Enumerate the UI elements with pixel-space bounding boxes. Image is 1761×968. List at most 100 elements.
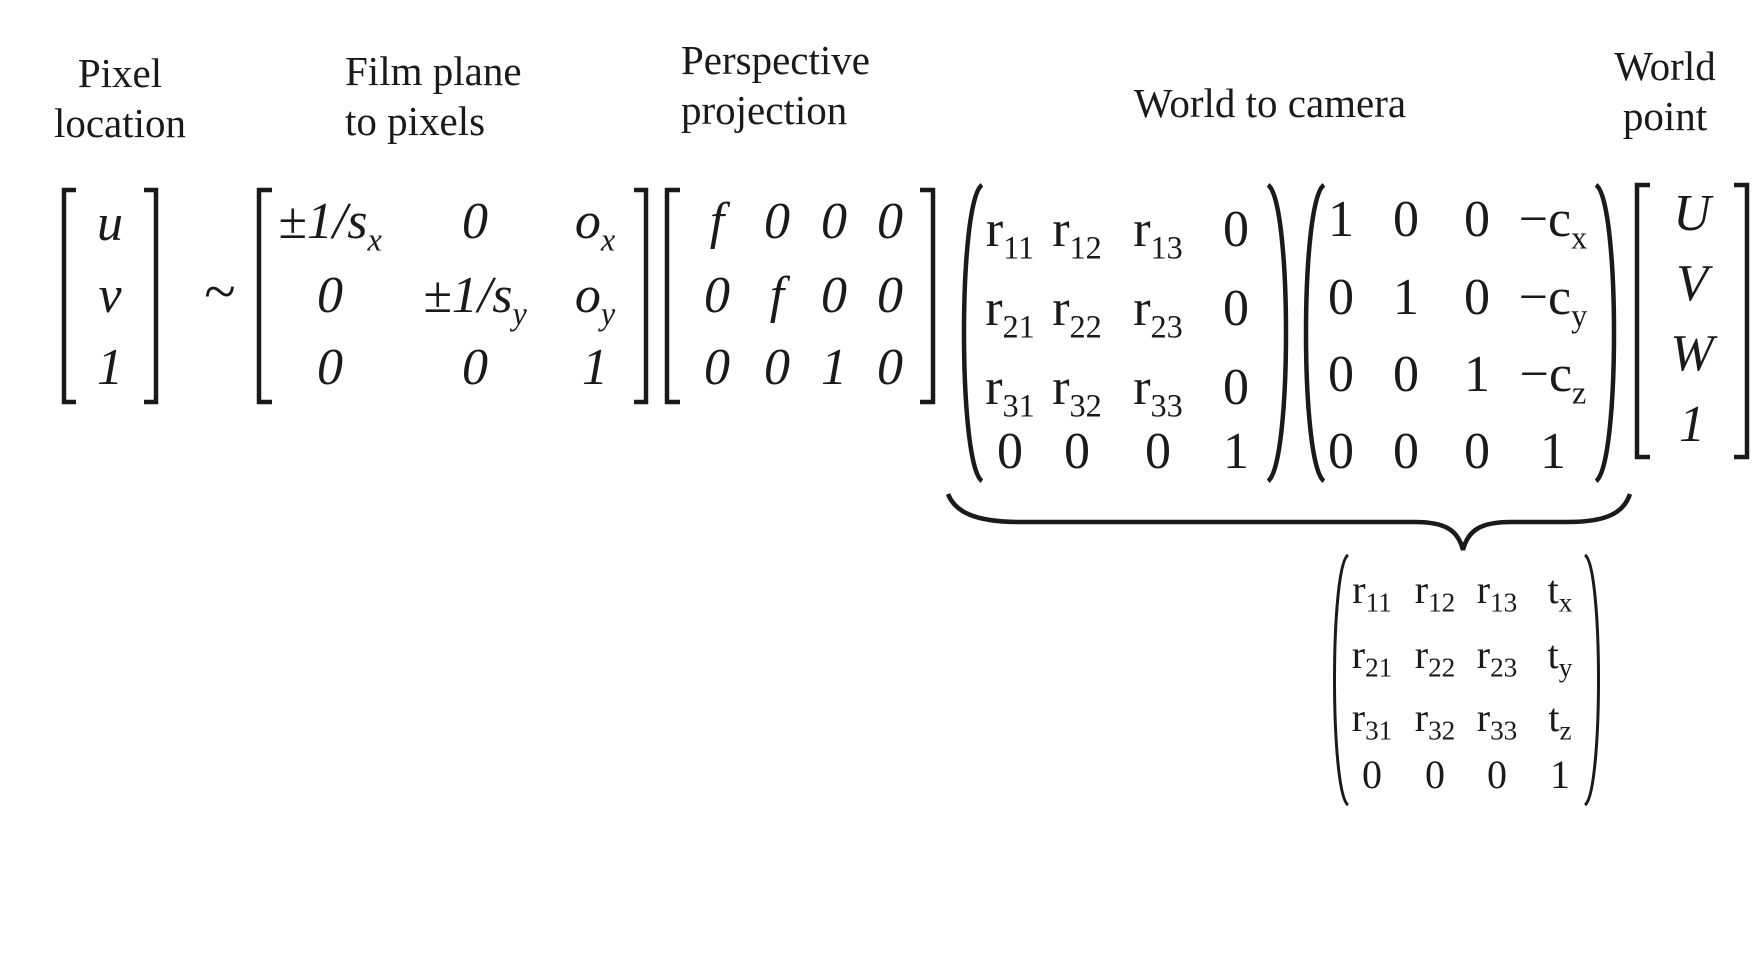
translation-matrix-left-paren <box>1303 183 1326 483</box>
matrix-entry: v <box>98 267 122 324</box>
label-world-point-line-1: World <box>1614 43 1716 89</box>
matrix-entry: 0 <box>1487 752 1507 797</box>
matrix-entry: r23 <box>1476 632 1518 683</box>
matrix-entry: 0 <box>821 193 847 250</box>
matrix-entry: 0 <box>462 193 488 250</box>
matrix-entry: r22 <box>1052 280 1102 345</box>
matrix-entry: 0 <box>877 267 903 324</box>
matrix-entry: tx <box>1547 567 1573 618</box>
matrix-entry: 0 <box>764 193 790 250</box>
matrix-entry: r33 <box>1133 359 1183 424</box>
matrix-entry: 0 <box>877 339 903 396</box>
matrix-entry: r12 <box>1414 567 1456 618</box>
matrix-entry: r33 <box>1476 695 1518 746</box>
matrix-entry: 1 <box>1393 269 1419 326</box>
matrix-entry: r32 <box>1052 359 1102 424</box>
matrix-entry: 0 <box>462 339 488 396</box>
matrix-entry: 0 <box>1393 423 1419 480</box>
matrix-entry: ox <box>574 193 616 258</box>
matrix-entry: f <box>709 193 725 250</box>
label-world-to-camera-line-1: World to camera <box>1133 80 1407 126</box>
matrix-entry: V <box>1676 255 1708 312</box>
matrix-entry: r22 <box>1414 632 1456 683</box>
matrix-entry: 0 <box>1393 346 1419 403</box>
label-world-point-line-2: point <box>1622 93 1708 139</box>
matrix-entry: 0 <box>1145 423 1171 480</box>
label-world-point: World point <box>1590 41 1740 141</box>
matrix-entry: 0 <box>1223 201 1249 258</box>
matrix-entry: r21 <box>1351 632 1393 683</box>
matrix-entry: ±1/sy <box>423 267 527 332</box>
matrix-entry: 0 <box>877 193 903 250</box>
perspective-matrix-left-bracket <box>664 187 680 405</box>
matrix-entry: 0 <box>317 267 343 324</box>
matrix-entry: 0 <box>1425 752 1445 797</box>
matrix-entry: 0 <box>1223 359 1249 416</box>
matrix-entry: U <box>1673 185 1711 242</box>
matrix-entry: ±1/sx <box>278 193 382 258</box>
matrix-entry: 1 <box>1550 752 1570 797</box>
translation-matrix-right-paren <box>1594 183 1617 483</box>
matrix-entry: 0 <box>704 339 730 396</box>
matrix-entry: 1 <box>1223 423 1249 480</box>
matrix-entry: r23 <box>1133 280 1183 345</box>
matrix-entry: 0 <box>317 339 343 396</box>
matrix-entry: tz <box>1548 695 1572 746</box>
matrix-entry: W <box>1670 325 1714 382</box>
matrix-entry: −cx <box>1518 191 1588 256</box>
matrix-entry: 1 <box>1464 346 1490 403</box>
label-perspective-line-1: Perspective <box>681 37 870 83</box>
matrix-entry: ty <box>1547 632 1573 683</box>
matrix-entry: 0 <box>1064 423 1090 480</box>
matrix-entry: 1 <box>582 339 608 396</box>
matrix-entry: oy <box>574 267 616 332</box>
world-vector-left-bracket <box>1634 182 1650 460</box>
label-perspective-line-2: projection <box>681 87 848 133</box>
matrix-entry: 1 <box>97 339 123 396</box>
combined-matrix-left-paren <box>1333 553 1350 807</box>
matrix-entry: 1 <box>1540 423 1566 480</box>
label-perspective-projection: Perspective projection <box>681 35 870 135</box>
rotation-matrix-right-paren <box>1266 183 1289 483</box>
matrix-entry: −cy <box>1518 269 1588 334</box>
combined-matrix-right-paren <box>1583 553 1600 807</box>
matrix-entry: −cz <box>1519 346 1587 411</box>
label-film-plane-line-2: to pixels <box>345 98 486 144</box>
matrix-entry: r11 <box>985 201 1035 266</box>
label-pixel-location-line-1: Pixel <box>77 50 163 96</box>
matrix-entry: r31 <box>985 359 1035 424</box>
matrix-entry: r12 <box>1052 201 1102 266</box>
rotation-matrix-left-paren <box>961 183 984 483</box>
matrix-entry: r32 <box>1414 695 1456 746</box>
label-film-plane: Film plane to pixels <box>345 46 522 146</box>
matrix-entry: 0 <box>1464 191 1490 248</box>
proportional-symbol: ~ <box>204 259 236 324</box>
matrix-entry: 0 <box>821 267 847 324</box>
label-film-plane-line-1: Film plane <box>345 48 522 94</box>
matrix-entry: u <box>97 195 123 252</box>
extrinsic-underbrace <box>945 493 1633 551</box>
pixel-vector-right-bracket <box>144 187 159 405</box>
matrix-entry: 0 <box>1223 280 1249 337</box>
matrix-entry: f <box>769 267 785 324</box>
matrix-entry: r31 <box>1351 695 1393 746</box>
matrix-entry: 0 <box>1328 423 1354 480</box>
label-pixel-location-line-2: location <box>53 100 187 146</box>
matrix-entry: 1 <box>821 339 847 396</box>
label-pixel-location: Pixel location <box>30 48 210 148</box>
matrix-entry: 0 <box>704 267 730 324</box>
film-matrix-left-bracket <box>256 187 272 405</box>
matrix-entry: 1 <box>1679 396 1705 453</box>
matrix-entry: r11 <box>1352 567 1392 618</box>
matrix-entry: 0 <box>1464 269 1490 326</box>
perspective-matrix-right-bracket <box>920 187 936 405</box>
film-matrix-right-bracket <box>634 187 649 405</box>
matrix-entry: 0 <box>1393 191 1419 248</box>
matrix-entry: r13 <box>1476 567 1518 618</box>
matrix-entry: 0 <box>764 339 790 396</box>
matrix-entry: 1 <box>1328 191 1354 248</box>
pixel-vector-left-bracket <box>61 187 76 405</box>
matrix-entry: 0 <box>1328 269 1354 326</box>
world-vector-right-bracket <box>1734 182 1750 460</box>
